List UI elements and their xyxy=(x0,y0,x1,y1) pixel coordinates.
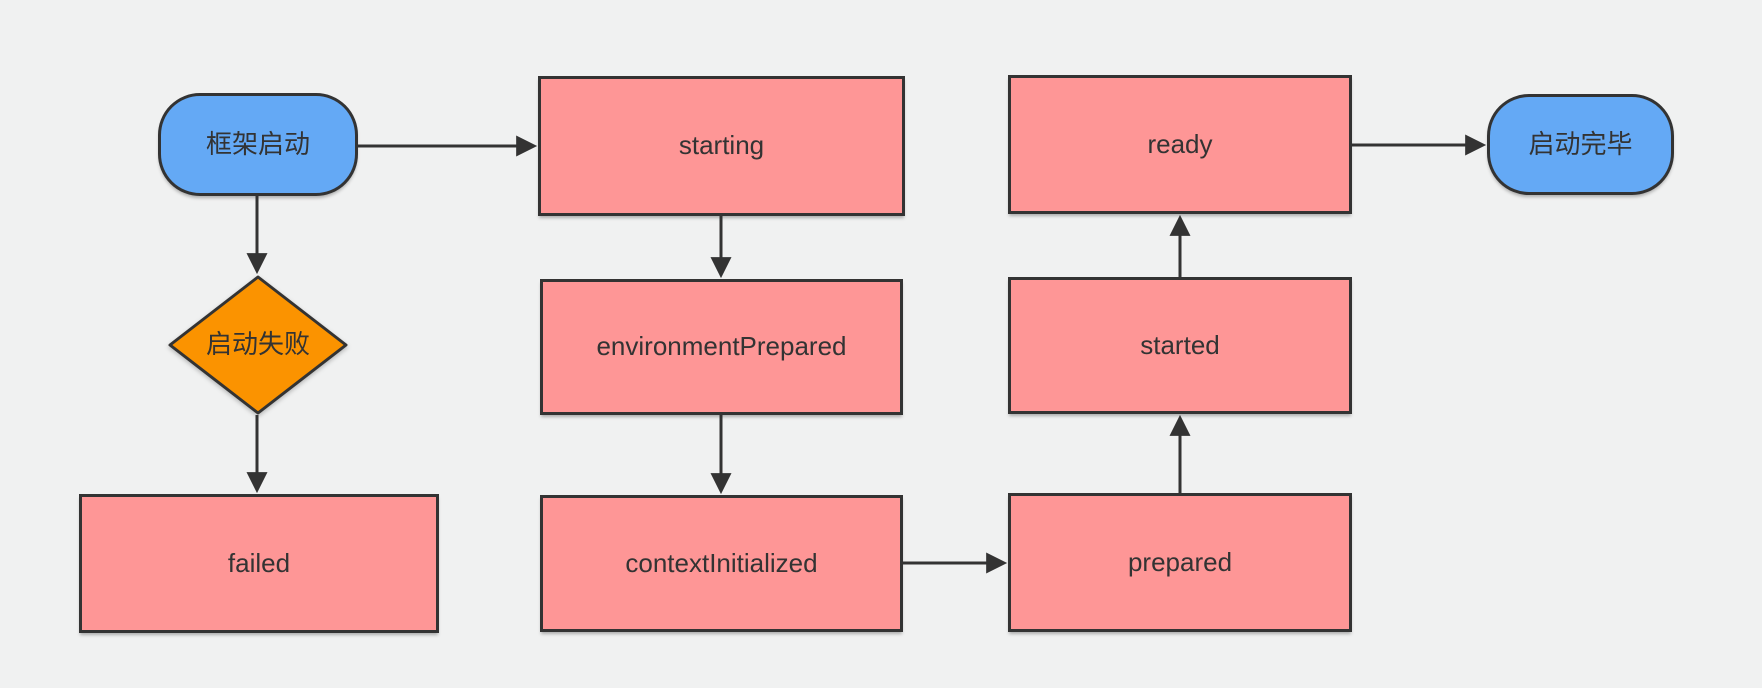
node-context-initialized-label: contextInitialized xyxy=(625,547,818,578)
node-start-done-label: 启动完毕 xyxy=(1528,128,1633,159)
node-failed-label: failed xyxy=(227,547,291,578)
node-context-initialized: contextInitialized xyxy=(540,495,903,632)
node-starting-label: starting xyxy=(678,130,765,161)
node-prepared: prepared xyxy=(1008,493,1352,632)
node-started: started xyxy=(1008,277,1352,414)
node-environment-prepared-label: environmentPrepared xyxy=(596,331,847,362)
node-start-done: 启动完毕 xyxy=(1487,94,1674,195)
node-failed: failed xyxy=(79,494,439,633)
node-environment-prepared: environmentPrepared xyxy=(540,279,903,415)
node-started-label: started xyxy=(1140,329,1220,360)
node-starting: starting xyxy=(538,76,905,216)
node-start-failed-label: 启动失败 xyxy=(205,329,310,360)
node-frame-start: 框架启动 xyxy=(158,93,358,196)
node-frame-start-label: 框架启动 xyxy=(205,128,310,159)
node-prepared-label: prepared xyxy=(1127,546,1233,577)
node-ready-label: ready xyxy=(1147,128,1213,159)
node-start-failed: 启动失败 xyxy=(168,275,348,415)
node-ready: ready xyxy=(1008,75,1352,214)
diamond-shape-icon xyxy=(168,275,348,415)
